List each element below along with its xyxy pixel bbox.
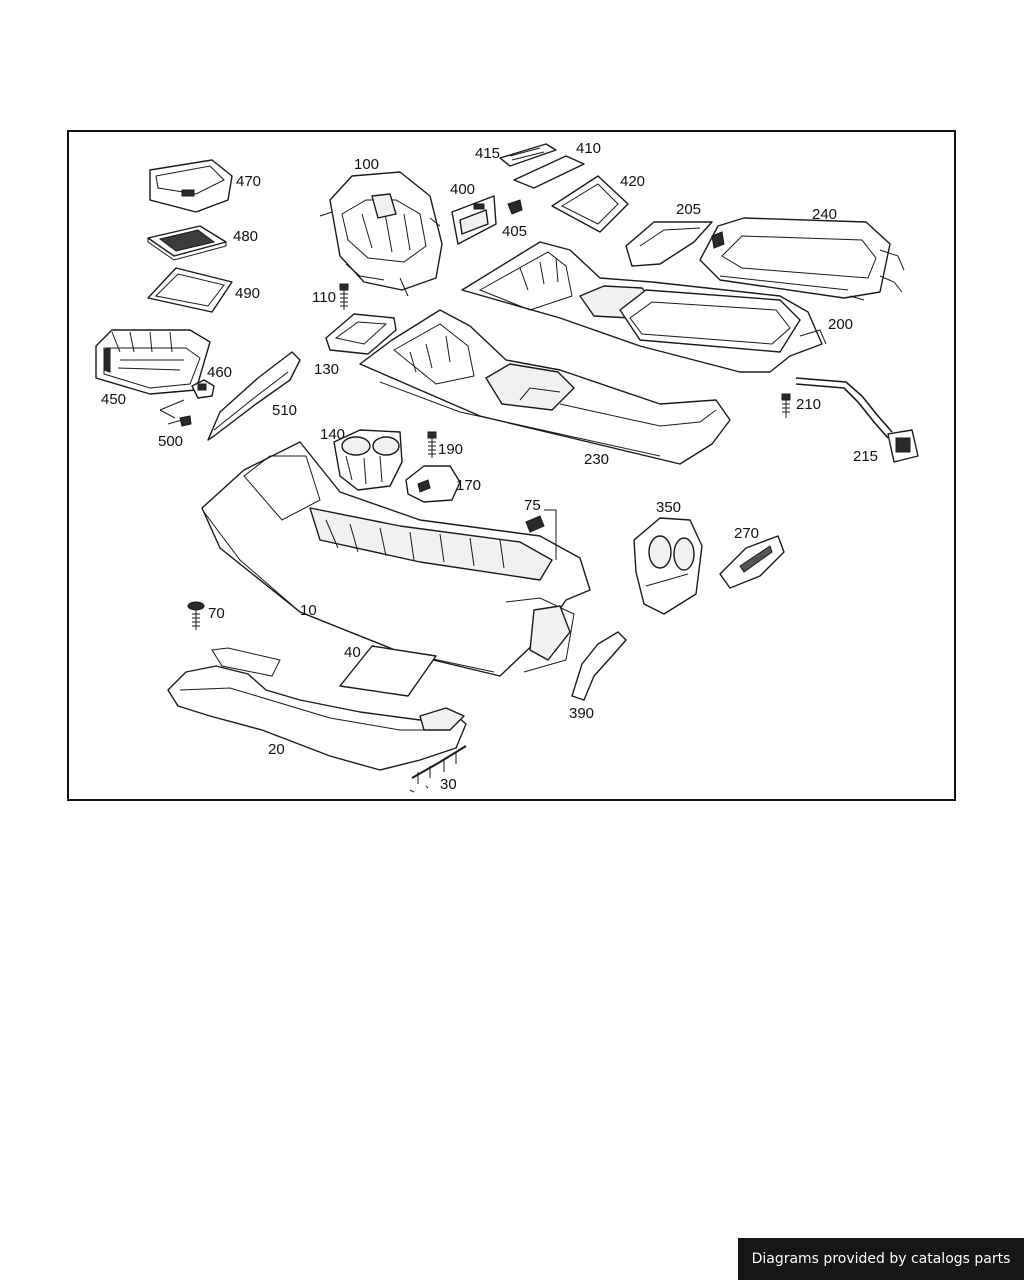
part-480-rubber-mat[interactable] xyxy=(147,225,227,261)
callout-170: 170 xyxy=(456,477,481,494)
callout-75: 75 xyxy=(524,497,541,514)
part-215-wiring-harness[interactable] xyxy=(795,377,919,463)
callout-20: 20 xyxy=(268,741,285,758)
part-350-bezel[interactable] xyxy=(633,517,703,615)
part-490-liner[interactable] xyxy=(147,267,233,313)
callout-30: 30 xyxy=(440,776,457,793)
callout-200: 200 xyxy=(828,316,853,333)
callout-405: 405 xyxy=(502,223,527,240)
part-230-console-trim[interactable] xyxy=(359,309,731,465)
callout-10: 10 xyxy=(300,602,317,619)
part-400-bezel[interactable] xyxy=(451,195,497,245)
callout-350: 350 xyxy=(656,499,681,516)
callout-110: 110 xyxy=(312,289,336,306)
credit-text: Diagrams provided by catalogs parts xyxy=(751,1251,1011,1267)
callout-490: 490 xyxy=(235,285,260,302)
callout-460: 460 xyxy=(207,364,232,381)
callout-130: 130 xyxy=(314,361,339,378)
part-130-cup-mat[interactable] xyxy=(325,313,397,355)
callout-40: 40 xyxy=(344,644,361,661)
part-390-trim-strip[interactable] xyxy=(571,631,627,701)
part-205-trim[interactable] xyxy=(625,221,713,267)
callout-70: 70 xyxy=(208,605,225,622)
part-70-screw[interactable] xyxy=(187,601,205,630)
part-190-screw[interactable] xyxy=(427,431,437,458)
part-140-cup-holder[interactable] xyxy=(333,429,403,491)
callout-510: 510 xyxy=(272,402,297,419)
part-110-screw[interactable] xyxy=(339,283,349,310)
part-510-trim-strip[interactable] xyxy=(207,351,301,441)
part-240-armrest-lid[interactable] xyxy=(699,217,905,301)
callout-190: 190 xyxy=(438,441,463,458)
part-30-bracket[interactable] xyxy=(409,745,467,793)
part-170-shift-knob[interactable] xyxy=(405,465,461,503)
part-20-air-duct[interactable] xyxy=(167,647,467,771)
callout-140: 140 xyxy=(320,426,345,443)
part-460-switch[interactable] xyxy=(191,379,215,399)
callout-390: 390 xyxy=(569,705,594,722)
callout-230: 230 xyxy=(584,451,609,468)
part-210-screw[interactable] xyxy=(781,393,791,418)
callout-415: 415 xyxy=(475,145,500,162)
callout-450: 450 xyxy=(101,391,126,408)
callout-210: 210 xyxy=(796,396,821,413)
callout-480: 480 xyxy=(233,228,258,245)
part-405-clip[interactable] xyxy=(507,199,523,215)
callout-215: 215 xyxy=(853,448,878,465)
callout-205: 205 xyxy=(676,201,701,218)
part-10-center-console[interactable] xyxy=(201,441,591,677)
part-470-tray-lid[interactable] xyxy=(149,159,233,213)
part-410-cover[interactable] xyxy=(513,155,585,189)
callout-470: 470 xyxy=(236,173,261,190)
callout-100: 100 xyxy=(354,156,379,173)
callout-270: 270 xyxy=(734,525,759,542)
part-500-screw[interactable] xyxy=(159,399,192,427)
part-200-console-upper[interactable] xyxy=(461,241,827,373)
credit-badge: Diagrams provided by catalogs parts xyxy=(738,1238,1024,1280)
callout-240: 240 xyxy=(812,206,837,223)
callout-410: 410 xyxy=(576,140,601,157)
part-100-shifter-unit[interactable] xyxy=(319,171,443,297)
part-450-storage-compartment[interactable] xyxy=(95,329,211,395)
part-75-clip[interactable] xyxy=(525,509,557,560)
part-270-trim[interactable] xyxy=(719,535,785,589)
callout-400: 400 xyxy=(450,181,475,198)
part-40-pad[interactable] xyxy=(339,645,437,697)
callout-500: 500 xyxy=(158,433,183,450)
part-415-switch-panel[interactable] xyxy=(499,143,557,167)
callout-420: 420 xyxy=(620,173,645,190)
part-420-cover-plate[interactable] xyxy=(551,175,629,233)
